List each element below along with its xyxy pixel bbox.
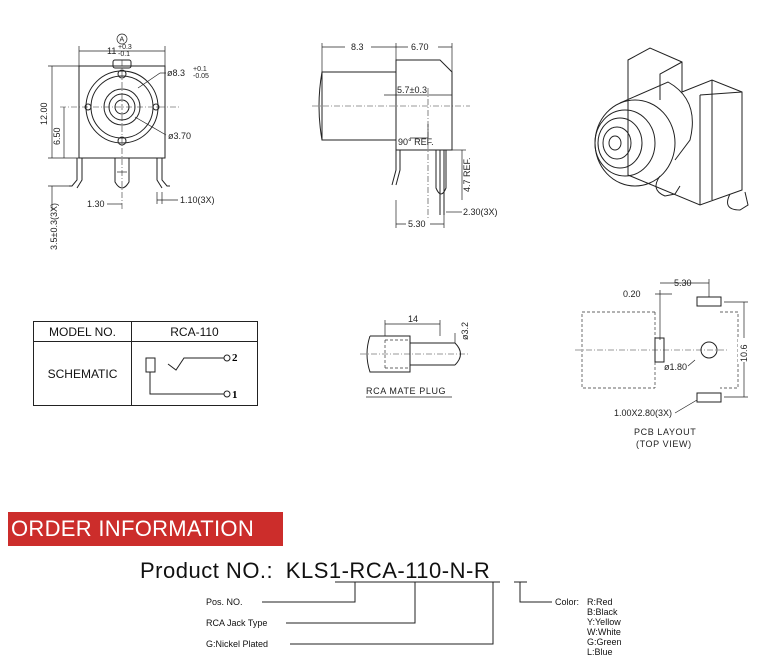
part-sep-1: - bbox=[441, 558, 450, 583]
circle-a-label: A bbox=[120, 37, 125, 44]
plug-length-dim: 14 bbox=[408, 314, 418, 324]
pcb-offset-dim: 0.20 bbox=[623, 289, 641, 299]
product-number: Product NO.: KLS1-RCA-110-N-R bbox=[140, 558, 490, 584]
part-code-2: N bbox=[449, 558, 466, 583]
pcb-top-dim: 5.30 bbox=[674, 278, 692, 288]
color-list: R:Red B:Black Y:Yellow W:White G:Green L… bbox=[587, 597, 622, 657]
bore-tol-upper: +0.1 bbox=[193, 66, 207, 73]
color-white: W:White bbox=[587, 627, 621, 637]
color-label: Color: bbox=[555, 597, 580, 607]
bore-dim: ø8.3 bbox=[167, 68, 185, 78]
plating-label: G:Nickel Plated bbox=[206, 639, 269, 649]
color-blue: L:Blue bbox=[587, 647, 613, 657]
jack-type-label: RCA Jack Type bbox=[206, 618, 268, 628]
plug-caption: RCA MATE PLUG bbox=[366, 386, 446, 396]
part-sep-2: - bbox=[466, 558, 474, 583]
width-tol-lower: -0.1 bbox=[118, 51, 130, 58]
pcb-pad-dim: 1.00X2.80(3X) bbox=[614, 408, 672, 418]
plug-diameter-dim: ø3.2 bbox=[460, 322, 470, 340]
color-red: R:Red bbox=[587, 597, 613, 607]
part-code-1: KLS1-RCA-110 bbox=[285, 558, 442, 583]
pin-thickness: 2.30(3X) bbox=[463, 207, 498, 217]
product-label: Product NO.: bbox=[140, 558, 274, 583]
angle-note: 90° REF. bbox=[398, 137, 434, 147]
side-center-dim: 5.7±0.3 bbox=[397, 85, 427, 95]
pcb-height-dim: 10.6 bbox=[739, 344, 749, 362]
schematic-cell: 2 1 bbox=[131, 341, 258, 406]
center-height-dim: 6.50 bbox=[52, 127, 62, 145]
terminal-1: 1 bbox=[232, 389, 238, 401]
pin-offset-dim: 1.30 bbox=[87, 199, 105, 209]
pin-hole-dim: ø3.70 bbox=[168, 131, 191, 141]
width-dim: 11 bbox=[107, 46, 116, 56]
width-tol-upper: +0.3 bbox=[118, 44, 132, 51]
model-value: RCA-110 bbox=[131, 321, 258, 342]
side-bottom-dim: 5.30 bbox=[408, 219, 426, 229]
terminal-2: 2 bbox=[232, 352, 238, 364]
part-code-3: R bbox=[473, 558, 491, 583]
bore-tol-lower: -0.05 bbox=[193, 73, 209, 80]
color-yellow: Y:Yellow bbox=[587, 617, 621, 627]
pcb-hole-dim: ø1.80 bbox=[664, 362, 687, 372]
schematic-symbol: 2 1 bbox=[145, 352, 238, 401]
order-information-header: ORDER INFORMATION bbox=[8, 512, 283, 546]
pin-length-dim: 3.5±0.3(3X) bbox=[49, 203, 59, 250]
model-table: MODEL NO. RCA-110 SCHEMATIC 2 1 bbox=[33, 321, 258, 406]
color-black: B:Black bbox=[587, 607, 618, 617]
pcb-caption-2: (TOP VIEW) bbox=[636, 439, 692, 449]
pcb-caption-1: PCB LAYOUT bbox=[634, 427, 696, 437]
pos-no-label: Pos. NO. bbox=[206, 597, 243, 607]
height-dim: 12.00 bbox=[39, 102, 49, 125]
schematic-label: SCHEMATIC bbox=[33, 341, 132, 406]
model-header-label: MODEL NO. bbox=[33, 321, 132, 342]
side-right-dim: 6.70 bbox=[411, 42, 429, 52]
pin-width-dim: 1.10(3X) bbox=[180, 195, 215, 205]
color-green: G:Green bbox=[587, 637, 622, 647]
height-ref: 4.7 REF. bbox=[462, 157, 472, 192]
side-left-dim: 8.3 bbox=[351, 42, 364, 52]
